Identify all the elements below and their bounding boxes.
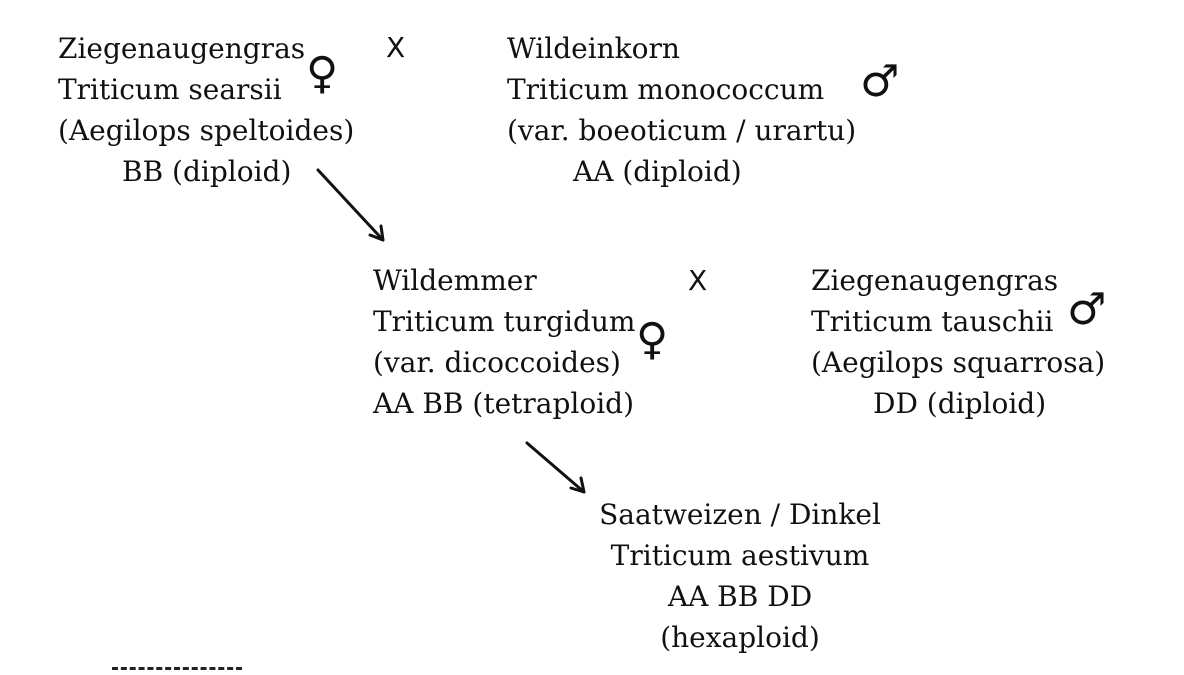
node-genome: AA (diploid) xyxy=(573,155,742,188)
node-synonym: (Aegilops speltoides) xyxy=(58,114,355,147)
male-symbol-icon: ♂ xyxy=(1067,284,1107,335)
arrow-speltoides-to-wildemmer xyxy=(316,168,385,242)
node-synonym: (Aegilops squarrosa) xyxy=(811,346,1106,379)
female-symbol-icon: ♀ xyxy=(306,48,339,99)
arrow-wildemmer-to-saatweizen xyxy=(525,441,586,494)
male-symbol-icon: ♂ xyxy=(860,56,900,107)
node-species: Triticum monococcum xyxy=(507,73,825,106)
cross-symbol: X xyxy=(386,31,406,64)
node-genome: DD (diploid) xyxy=(873,387,1047,420)
node-ploidy: (hexaploid) xyxy=(660,621,820,654)
node-aegilops-squarrosa: Ziegenaugengras Triticum tauschii (Aegil… xyxy=(811,260,1105,424)
node-species: Triticum tauschii xyxy=(811,305,1054,338)
cross-symbol: X xyxy=(688,264,708,297)
node-species: Triticum aestivum xyxy=(610,539,870,572)
node-species: Triticum searsii xyxy=(58,73,282,106)
female-symbol-icon: ♀ xyxy=(636,314,669,365)
node-common-name: Ziegenaugengras xyxy=(811,264,1059,297)
node-aegilops-speltoides: Ziegenaugengras Triticum searsii (Aegilo… xyxy=(58,28,354,192)
bottom-rule-divider xyxy=(112,667,242,674)
node-common-name: Ziegenaugengras xyxy=(58,32,306,65)
node-species: Triticum turgidum xyxy=(373,305,636,338)
node-genome: BB (diploid) xyxy=(122,155,292,188)
node-synonym: (var. dicoccoides) xyxy=(373,346,621,379)
node-genome: AA BB DD xyxy=(667,580,813,613)
node-synonym: (var. boeoticum / urartu) xyxy=(507,114,857,147)
node-saatweizen: Saatweizen / Dinkel Triticum aestivum AA… xyxy=(585,494,895,658)
node-common-name: Wildemmer xyxy=(373,264,537,297)
node-wildemmer: Wildemmer Triticum turgidum (var. dicocc… xyxy=(373,260,635,424)
node-common-name: Saatweizen / Dinkel xyxy=(599,498,881,531)
node-genome: AA BB (tetraploid) xyxy=(373,387,635,420)
node-common-name: Wildeinkorn xyxy=(507,32,680,65)
node-wildeinkorn: Wildeinkorn Triticum monococcum (var. bo… xyxy=(507,28,856,192)
